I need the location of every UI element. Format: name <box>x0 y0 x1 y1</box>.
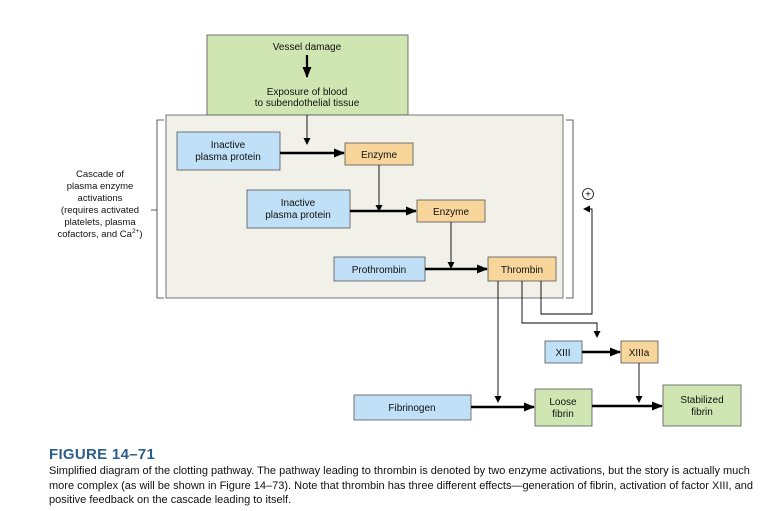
thrombin-label: Thrombin <box>501 265 543 276</box>
plus-icon <box>582 188 594 200</box>
loose-fibrin-line2: fibrin <box>552 409 574 420</box>
vessel-damage-label: Vessel damage <box>273 42 342 53</box>
inactive-plasma-protein-2-line2: plasma protein <box>265 210 331 221</box>
thrombin-to-xiii-activation-arrow <box>521 281 601 338</box>
loose-fibrin-line1: Loose <box>549 397 577 408</box>
inactive-plasma-protein-1-line1: Inactive <box>211 140 246 151</box>
fibrinogen-label: Fibrinogen <box>388 403 435 414</box>
stabilized-fibrin-line2: fibrin <box>691 407 713 418</box>
thrombin-box <box>487 256 557 282</box>
figure-title: FIGURE 14–71 <box>49 446 156 463</box>
enzyme-1-label: Enzyme <box>361 150 398 161</box>
exposure-label-line1: Exposure of blood <box>267 87 348 98</box>
inactive-plasma-protein-box-2 <box>246 189 351 229</box>
cascade-bracket-left <box>156 119 164 299</box>
exposure-label-line2: to subendothelial tissue <box>255 98 360 109</box>
loose-fibrin-box <box>534 388 593 427</box>
cascade-label-line2: plasma enzyme <box>67 181 134 192</box>
cascade-label-line5: platelets, plasma <box>64 217 136 228</box>
stabilized-fibrin-box <box>662 384 742 427</box>
enzyme-2-label: Enzyme <box>433 207 470 218</box>
cascade-label: Cascade of plasma enzyme activations (re… <box>57 169 142 240</box>
cascade-label-line3: activations <box>78 193 123 204</box>
figure-caption: Simplified diagram of the clotting pathw… <box>49 465 753 506</box>
inactive-plasma-protein-box-1 <box>176 131 281 171</box>
clotting-pathway-diagram: Vessel damage Exposure of blood to suben… <box>57 34 742 427</box>
fibrinogen-box <box>353 394 472 421</box>
stabilized-fibrin-line1: Stabilized <box>680 395 723 406</box>
cascade-label-line1: Cascade of <box>76 169 124 180</box>
prothrombin-label: Prothrombin <box>352 265 406 276</box>
plus-symbol: + <box>585 190 591 201</box>
xiii-label: XIII <box>555 348 570 359</box>
xiiia-label: XIIIa <box>629 348 650 359</box>
cascade-label-line4: (requires activated <box>61 205 139 216</box>
cascade-label-line6: cofactors, and Ca2+) <box>57 228 142 240</box>
prothrombin-box <box>333 256 426 282</box>
inactive-plasma-protein-1-line2: plasma protein <box>195 152 261 163</box>
cascade-bracket-right <box>566 119 574 299</box>
xiiia-box <box>620 340 659 364</box>
inactive-plasma-protein-2-line1: Inactive <box>281 198 316 209</box>
positive-feedback-arrow <box>540 205 593 315</box>
